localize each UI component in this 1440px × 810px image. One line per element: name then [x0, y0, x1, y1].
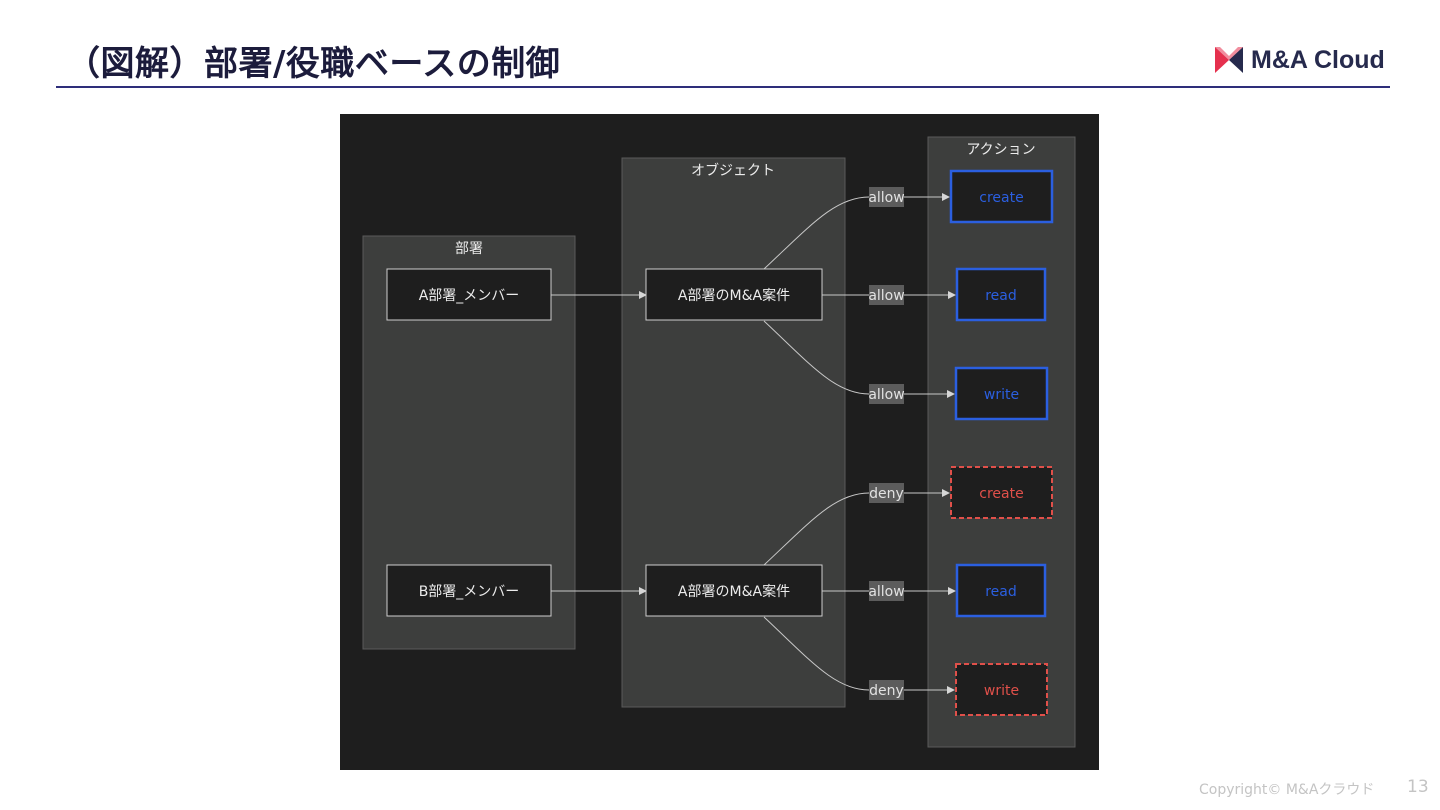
- edge-object1-to-write: [763, 320, 955, 398]
- group-object: [621, 157, 846, 708]
- edge-object2-to-create: [763, 489, 950, 566]
- node-object: [645, 268, 823, 321]
- edge-label: deny: [869, 683, 904, 699]
- edge-object1-to-create: [763, 193, 950, 270]
- edge-object2-to-write: [763, 616, 955, 694]
- copyright-text: Copyright© M&Aクラウド: [1199, 782, 1375, 798]
- edge-label: deny: [869, 486, 904, 502]
- page-number: 13: [1407, 777, 1429, 797]
- action-write-deny-label: write: [984, 683, 1019, 699]
- edge-label: allow: [868, 288, 904, 304]
- action-write-deny: [955, 663, 1048, 716]
- action-read-allow-label: read: [985, 288, 1017, 304]
- action-write-allow-label: write: [984, 387, 1019, 403]
- edge-label: allow: [868, 387, 904, 403]
- action-create-allow-label: create: [979, 190, 1023, 206]
- action-create-deny-label: create: [979, 486, 1023, 502]
- logo-text: M&A Cloud: [1251, 45, 1385, 74]
- action-read-allow: [955, 267, 1047, 322]
- edge-label-bg: [869, 384, 904, 404]
- edge-label: allow: [868, 584, 904, 600]
- diagram-panel: 部署 オブジェクト アクション allow allow allow deny a…: [340, 114, 1099, 770]
- edge-label-bg: [869, 581, 904, 601]
- edge-label-bg: [869, 680, 904, 700]
- edge-label-bg: [869, 187, 904, 207]
- edge-label-bg: [869, 483, 904, 503]
- node-b-member-label: B部署_メンバー: [419, 584, 520, 600]
- title-divider: [56, 86, 1390, 88]
- group-object-label: オブジェクト: [691, 162, 775, 179]
- action-write-allow: [954, 366, 1049, 421]
- action-create-allow: [949, 169, 1054, 224]
- node-object: [645, 564, 823, 617]
- slide-title: （図解）部署/役職ベースの制御: [66, 44, 561, 84]
- group-department-label: 部署: [455, 241, 483, 257]
- permission-diagram: 部署 オブジェクト アクション allow allow allow deny a…: [362, 136, 1076, 748]
- node-object-label: A部署のM&A案件: [678, 583, 790, 600]
- edge-label-bg: [869, 285, 904, 305]
- node-a-member-label: A部署_メンバー: [419, 288, 520, 304]
- action-read-allow-label: read: [985, 584, 1017, 600]
- logo-mark-icon: [1215, 47, 1243, 73]
- action-create-deny: [950, 466, 1053, 519]
- node-a-member: [386, 268, 552, 321]
- action-read-allow: [955, 563, 1047, 618]
- node-b-member: [386, 564, 552, 617]
- logo: M&A Cloud: [1215, 44, 1385, 76]
- node-object-label: A部署のM&A案件: [678, 287, 790, 304]
- group-action: [927, 136, 1076, 748]
- group-action-label: アクション: [966, 142, 1035, 158]
- edge-label: allow: [868, 190, 904, 206]
